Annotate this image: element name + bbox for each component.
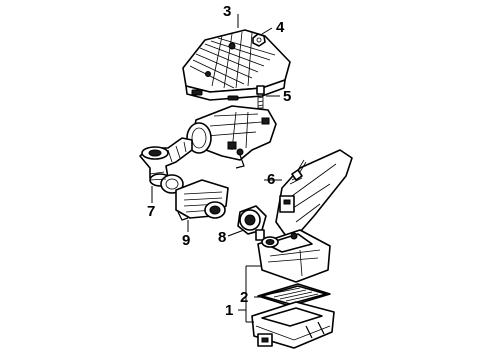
callout-7: 7	[147, 203, 155, 220]
callout-8: 8	[218, 229, 226, 246]
mass-airflow-sensor	[237, 205, 267, 241]
air-cleaner-housing	[251, 301, 335, 349]
callout-1: 1	[225, 302, 233, 319]
intake-manifold	[186, 105, 277, 169]
callout-2: 2	[240, 289, 248, 306]
intake-duct	[139, 137, 193, 194]
callout-6: 6	[267, 171, 275, 188]
callout-5: 5	[283, 88, 291, 105]
callout-9: 9	[182, 232, 190, 249]
plenum-stud	[256, 85, 265, 109]
resonator	[175, 179, 229, 221]
cover-nut	[252, 33, 266, 47]
callout-3: 3	[223, 3, 231, 20]
callout-4: 4	[276, 19, 285, 36]
air-filter-element	[257, 283, 331, 307]
callout-labels: 3 4 5 6 7 8 9 1 2	[147, 3, 291, 319]
air-cleaner-cover	[257, 229, 331, 283]
inner-fender-panel	[275, 149, 353, 237]
leader-lines	[151, 14, 282, 323]
plenum-cover	[182, 29, 291, 101]
